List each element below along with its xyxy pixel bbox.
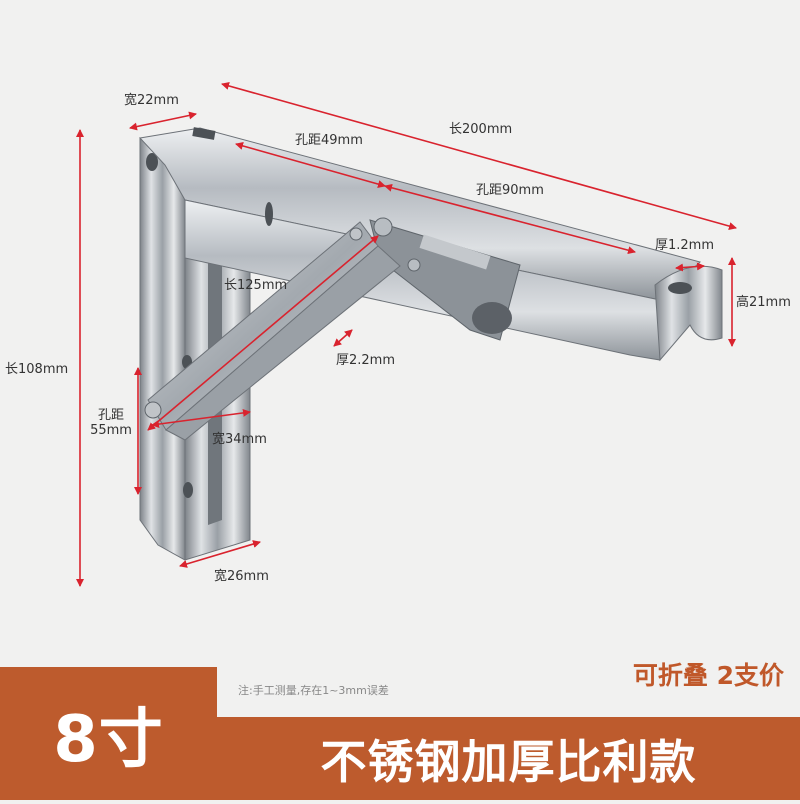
product-title: 不锈钢加厚比利款: [217, 717, 800, 800]
label-hole-49: 孔距49mm: [295, 133, 363, 148]
label-hole-55-line2: 55mm: [90, 423, 132, 438]
measurement-note: 注:手工测量,存在1~3mm误差: [238, 684, 389, 697]
size-badge: 8寸: [0, 667, 217, 800]
label-length-125: 长125mm: [224, 278, 288, 293]
label-width-26: 宽26mm: [214, 569, 269, 584]
label-length-108: 长108mm: [5, 362, 69, 377]
label-height-21: 高21mm: [736, 295, 791, 310]
label-hole-90: 孔距90mm: [476, 183, 544, 198]
label-thickness-2-2: 厚2.2mm: [336, 353, 396, 368]
feature-text: 可折叠 2支价: [632, 661, 784, 690]
label-thickness-1-2: 厚1.2mm: [655, 238, 715, 253]
dimension-lines: [76, 82, 737, 587]
label-length-200: 长200mm: [449, 122, 513, 137]
label-width-22: 宽22mm: [124, 93, 179, 108]
label-hole-55: 孔距 55mm: [86, 408, 136, 438]
label-width-34: 宽34mm: [212, 432, 267, 447]
label-hole-55-line1: 孔距: [97, 408, 124, 423]
